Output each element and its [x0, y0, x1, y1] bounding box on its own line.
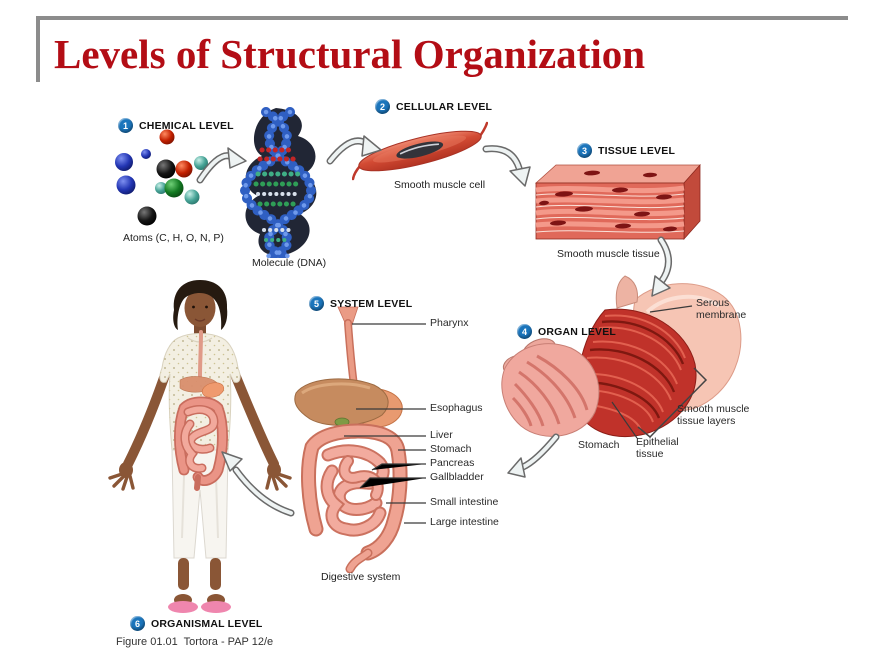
level-system: 5 SYSTEM LEVEL: [309, 296, 412, 311]
label-epithelial-tissue: Epithelial tissue: [636, 436, 679, 461]
level-4-label: ORGAN LEVEL: [538, 325, 617, 338]
level-organismal: 6 ORGANISMAL LEVEL: [130, 616, 263, 631]
level-3-label: TISSUE LEVEL: [598, 144, 676, 157]
level-chemical: 1 CHEMICAL LEVEL: [118, 118, 234, 133]
level-tissue: 3 TISSUE LEVEL: [577, 143, 675, 158]
level-cellular: 2 CELLULAR LEVEL: [375, 99, 492, 114]
level-organ: 4 ORGAN LEVEL: [517, 324, 616, 339]
level-5-label: SYSTEM LEVEL: [330, 297, 413, 310]
muscle-cell-caption: Smooth muscle cell: [394, 179, 486, 191]
digestive-system-illustration: [294, 306, 408, 573]
atoms-caption: Atoms (C, H, O, N, P): [123, 232, 224, 244]
label-smooth-muscle-layers: Smooth muscle tissue layers: [677, 403, 750, 428]
level-2-badge: 2: [375, 99, 390, 114]
level-2-label: CELLULAR LEVEL: [396, 100, 493, 113]
digestive-system-caption: Digestive system: [321, 571, 401, 583]
label-liver: Liver: [430, 429, 453, 441]
figure-caption: Figure 01.01 Tortora - PAP 12/e: [116, 636, 274, 648]
label-esophagus: Esophagus: [430, 402, 483, 414]
label-sys-stomach: Stomach: [430, 443, 472, 455]
level-3-badge: 3: [577, 143, 592, 158]
girl-figure-illustration: [108, 280, 292, 613]
slide-title: Levels of Structural Organization: [54, 31, 646, 77]
muscle-tissue-illustration: [534, 163, 701, 241]
muscle-tissue-caption: Smooth muscle tissue: [557, 248, 660, 260]
level-1-badge: 1: [118, 118, 133, 133]
label-large-intestine: Large intestine: [430, 516, 499, 528]
level-5-badge: 5: [309, 296, 324, 311]
label-pancreas: Pancreas: [430, 457, 475, 469]
atoms-illustration: [115, 129, 208, 226]
slide-border-top: [36, 16, 848, 20]
muscle-cell-illustration: [352, 121, 488, 181]
label-gallbladder: Gallbladder: [430, 471, 484, 483]
level-6-label: ORGANISMAL LEVEL: [151, 617, 263, 630]
label-serous-membrane: Serous membrane: [696, 297, 747, 322]
level-4-badge: 4: [517, 324, 532, 339]
slide-border-left: [36, 16, 40, 82]
level-1-label: CHEMICAL LEVEL: [139, 119, 234, 132]
level-6-badge: 6: [130, 616, 145, 631]
label-organ-stomach: Stomach: [578, 439, 620, 451]
label-small-intestine: Small intestine: [430, 496, 499, 508]
dna-illustration: [240, 107, 317, 258]
molecule-caption: Molecule (DNA): [252, 257, 327, 269]
label-pharynx: Pharynx: [430, 317, 469, 329]
